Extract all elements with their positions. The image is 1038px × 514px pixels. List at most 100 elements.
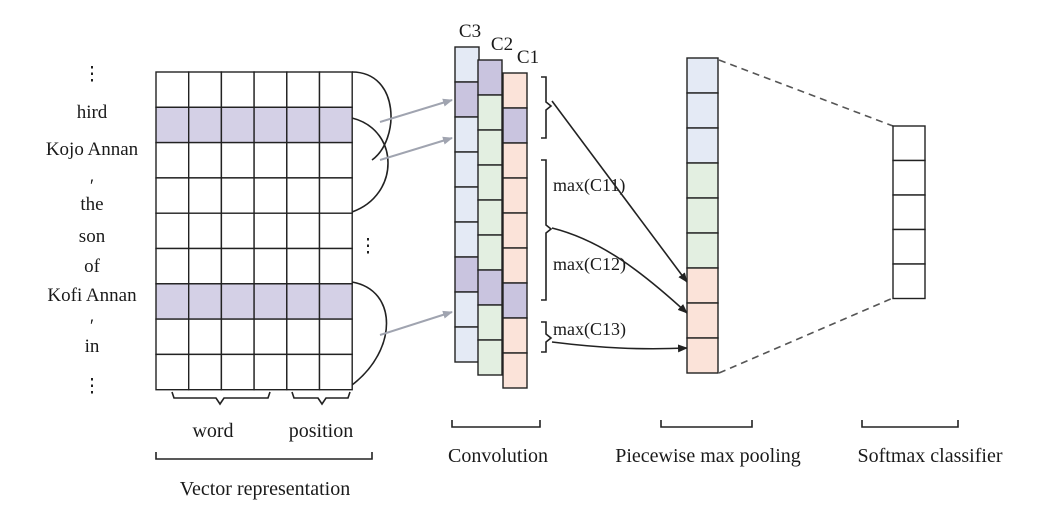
c1-cell: [502, 352, 528, 389]
embedding-cell: [318, 353, 353, 391]
embedding-cell: [155, 353, 190, 391]
pool-arrow: [551, 100, 688, 283]
word-label: word: [192, 420, 233, 442]
gray-arrow: [379, 136, 453, 161]
token-label: of: [84, 256, 101, 277]
c2-cell: [477, 339, 503, 376]
c2-cell: [477, 269, 503, 306]
pooled-cell: [686, 127, 719, 164]
convolution-label: Convolution: [448, 445, 548, 467]
embedding-cell: [187, 353, 223, 391]
pooling-bracket: [660, 420, 753, 428]
c3-cell: [454, 81, 480, 118]
softmax-cell: [892, 263, 926, 300]
pooled-cell: [686, 162, 719, 199]
softmax-cell: [892, 194, 926, 231]
convolution-bracket: [451, 420, 541, 428]
channel-label-c3: C3: [459, 21, 481, 42]
embedding-cell: [220, 212, 255, 250]
pool-arrow: [551, 341, 688, 353]
embedding-cell: [286, 141, 321, 179]
entity-embedding-cell: [220, 106, 255, 144]
embedding-cell: [220, 71, 255, 108]
c3-cell: [454, 221, 480, 258]
channel-label-c1: C1: [517, 47, 539, 68]
embedding-cell: [253, 353, 288, 391]
embedding-cell: [187, 141, 223, 179]
c3-cell: [454, 326, 480, 363]
embedding-cell: [253, 71, 288, 108]
embedding-cell: [318, 318, 353, 356]
embedding-cell: [155, 247, 190, 285]
embedding-cell: [187, 318, 223, 356]
entity-embedding-cell: [155, 283, 190, 320]
embedding-cell: [220, 141, 255, 179]
embedding-cell: [253, 212, 288, 250]
embedding-cell: [318, 141, 353, 179]
embedding-cell: [187, 247, 223, 285]
token-label: son: [79, 226, 106, 247]
entity-embedding-cell: [286, 283, 321, 320]
entity-embedding-cell: [286, 106, 321, 144]
token-label: Kojo Annan: [46, 139, 139, 160]
softmax-bracket: [861, 420, 959, 428]
embedding-cell: [286, 318, 321, 356]
vector-representation-label: Vector representation: [180, 478, 350, 500]
embedding-cell: [286, 247, 321, 285]
channel-label-c2: C2: [491, 34, 513, 55]
embedding-cell: [286, 177, 321, 214]
embedding-cell: [220, 247, 255, 285]
grid-to-conv-arrows: [379, 98, 453, 336]
embedding-cell: [318, 71, 353, 108]
c3-cell: [454, 291, 480, 328]
embedding-cell: [155, 71, 190, 108]
token-label: the: [80, 194, 103, 215]
embedding-cell: [155, 141, 190, 179]
entity-embedding-cell: [253, 283, 288, 320]
c2-cell: [477, 94, 503, 131]
position-brace: [291, 391, 351, 406]
c3-cell: [454, 46, 480, 83]
window-braces: [351, 71, 392, 386]
max-label-c11: max(C11): [553, 175, 625, 196]
softmax-classifier-label: Softmax classifier: [858, 445, 1003, 467]
pooling-arrows: [551, 100, 688, 353]
c1-cell: [502, 247, 528, 284]
embedding-cell: [318, 247, 353, 285]
embedding-cell: [220, 353, 255, 391]
softmax-output-vector: [892, 125, 926, 300]
convolution-feature-maps: [454, 46, 528, 389]
token-label: ⋮: [83, 64, 102, 85]
embedding-cell: [253, 141, 288, 179]
embedding-cell: [155, 212, 190, 250]
embedding-cell: [220, 318, 255, 356]
token-label: hird: [77, 102, 108, 123]
token-label: ⋮: [83, 376, 102, 397]
c2-cell: [477, 234, 503, 271]
piecewise-max-pooling-label: Piecewise max pooling: [615, 445, 801, 467]
embedding-cell: [286, 212, 321, 250]
c3-cell: [454, 116, 480, 153]
c3-cell: [454, 151, 480, 188]
vector-representation-grid: [155, 71, 353, 391]
c1-cell: [502, 212, 528, 249]
c1-cell: [502, 142, 528, 179]
c2-cell: [477, 129, 503, 166]
c1-cell: [502, 177, 528, 214]
softmax-cell: [892, 159, 926, 196]
pooled-cell: [686, 57, 719, 94]
embedding-cell: [318, 212, 353, 250]
token-label: ′: [90, 316, 94, 337]
embedding-cell: [155, 318, 190, 356]
dashed-connectors: [718, 59, 894, 374]
c1-cell: [502, 72, 528, 109]
entity-embedding-cell: [220, 283, 255, 320]
pooled-feature-vector: [686, 57, 719, 374]
vector-bracket: [155, 452, 373, 460]
softmax-cell: [892, 228, 926, 265]
embedding-cell: [187, 212, 223, 250]
gray-arrow: [379, 98, 453, 123]
position-label: position: [289, 420, 353, 442]
pool-arrow: [551, 227, 688, 314]
